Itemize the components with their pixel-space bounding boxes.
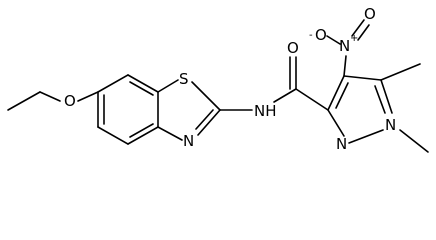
bond-n1-n2 — [348, 129, 384, 144]
atom-s-thiazole: S — [179, 70, 189, 88]
bond-benzene-5 — [127, 74, 159, 93]
bond-nitro-n-o-top-double — [357, 24, 370, 41]
atom-n-thiazole: N — [183, 132, 194, 150]
bond-c5-n1-inner — [374, 85, 386, 114]
atom-n-pyrazole-2: N — [336, 135, 347, 153]
nitro-minus-charge: - — [309, 30, 313, 41]
atom-nh-amide: NH — [254, 102, 277, 120]
atom-n-pyrazole-1: N — [385, 116, 396, 134]
bond-nitro-n-o-left — [326, 35, 341, 45]
bond-benzene-3-inner — [129, 123, 154, 138]
atom-o-carbonyl: O — [287, 39, 299, 57]
atom-o-nitro-top: O — [364, 5, 376, 23]
bond-n-c — [157, 126, 183, 141]
nitro-plus-charge: + — [350, 33, 358, 44]
bond-c3-c4 — [327, 75, 345, 111]
atom-o-nitro-left: O — [315, 26, 327, 44]
bond-benzene-5-inner — [129, 81, 154, 96]
bond-c2-n — [197, 109, 221, 136]
molecule-diagram: O S N NH O N + O - O N N — [7, 5, 429, 153]
bond-n2-c3 — [327, 109, 345, 137]
bond-c5-methyl — [380, 63, 421, 81]
bond-s-c2 — [191, 81, 221, 111]
bond-ethyl-ch3 — [7, 91, 41, 111]
bond-benzene-3 — [127, 126, 159, 145]
bond-c4-nitro-n — [343, 55, 347, 77]
bond-c5-n1 — [380, 79, 393, 114]
bond-o-aryl — [77, 91, 99, 102]
bond-nitro-n-o-top — [351, 19, 365, 37]
bond-benzene-2 — [97, 126, 129, 145]
atom-o-ethoxy: O — [64, 92, 76, 110]
bond-carbonyl-c3 — [295, 88, 329, 111]
bond-c2-n-inner — [195, 109, 214, 130]
structure-drawing: O S N NH O N + O - O N N — [7, 5, 429, 153]
bond-benzene-6 — [97, 74, 129, 93]
bond-c3-c4-inner — [335, 82, 349, 109]
bond-n1-methyl — [399, 129, 429, 153]
bond-nh-carbonyl — [273, 88, 297, 103]
bond-c4-c5 — [343, 75, 382, 81]
bond-c-s — [157, 79, 179, 93]
bond-ethyl-ch2 — [39, 91, 61, 102]
atom-n-nitro: N — [339, 37, 350, 55]
